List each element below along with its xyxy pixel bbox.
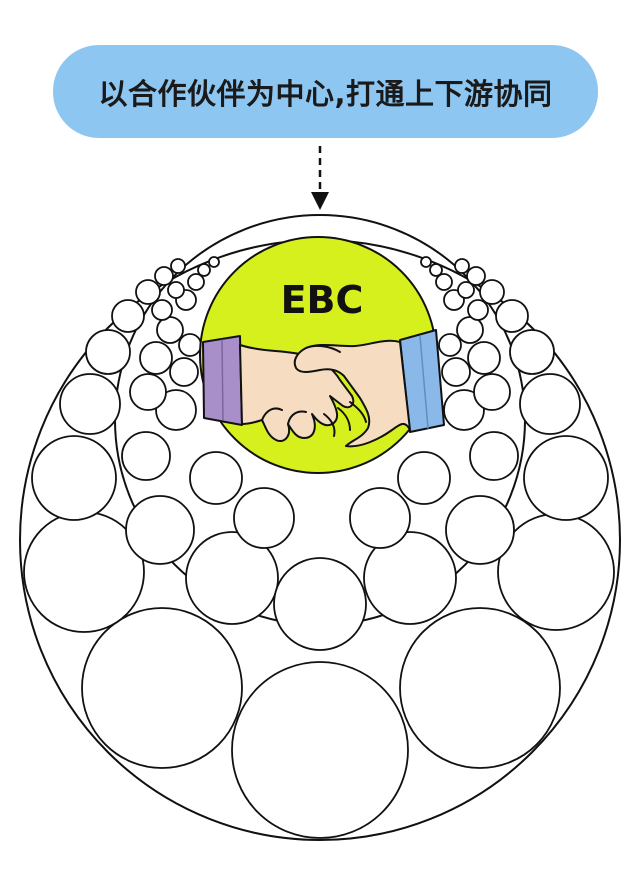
partner-circle [187,273,205,291]
partner-circle [466,266,486,286]
partner-circle [154,266,174,286]
partner-circle [81,607,243,769]
partner-circle [167,281,185,299]
partner-circle [129,373,167,411]
partner-circle [479,279,505,305]
partner-circle [189,451,243,505]
partner-circles [23,256,615,839]
partner-circle [169,357,199,387]
partner-circle [233,487,295,549]
partner-circle [111,299,145,333]
partner-circle [139,341,173,375]
partner-circle [151,299,173,321]
partner-circle [420,256,432,268]
partner-circle [435,273,453,291]
partner-circle [497,513,615,631]
partner-circle [429,263,443,277]
partner-circle [178,333,202,357]
down-arrow-icon [311,146,329,210]
partner-circle [197,263,211,277]
partner-circle [121,431,171,481]
partner-circle [155,389,197,431]
partner-circle [467,299,489,321]
partner-circle [467,341,501,375]
partner-circle [443,389,485,431]
partner-circle [399,607,561,769]
partner-circle [457,281,475,299]
partner-circle [456,316,484,344]
partner-circle [273,557,367,651]
partner-circle [363,531,457,625]
partner-circle [135,279,161,305]
partner-circle [495,299,529,333]
partner-circle [397,451,451,505]
banner-text: 以合作伙伴为中心,打通上下游协同 [98,76,553,111]
partner-circle [438,333,462,357]
partner-circle [156,316,184,344]
partner-circle [473,373,511,411]
partner-circle [31,435,117,521]
partner-circle [59,373,121,435]
partner-circle [445,495,515,565]
partner-circle [125,495,195,565]
partner-circle [441,357,471,387]
partner-circle [208,256,220,268]
partner-circle [185,531,279,625]
handshake-icon [202,329,445,448]
partner-circle [231,661,409,839]
ebc-label: EBC [281,278,364,322]
partner-circle [349,487,411,549]
right-hand [293,339,411,448]
partner-circle [454,258,470,274]
partner-circle [509,329,555,375]
partner-circle [85,329,131,375]
banner-bubble: 以合作伙伴为中心,打通上下游协同 [53,45,598,138]
partner-circle [519,373,581,435]
partner-circle [469,431,519,481]
partner-circle [523,435,609,521]
partner-circle [170,258,186,274]
